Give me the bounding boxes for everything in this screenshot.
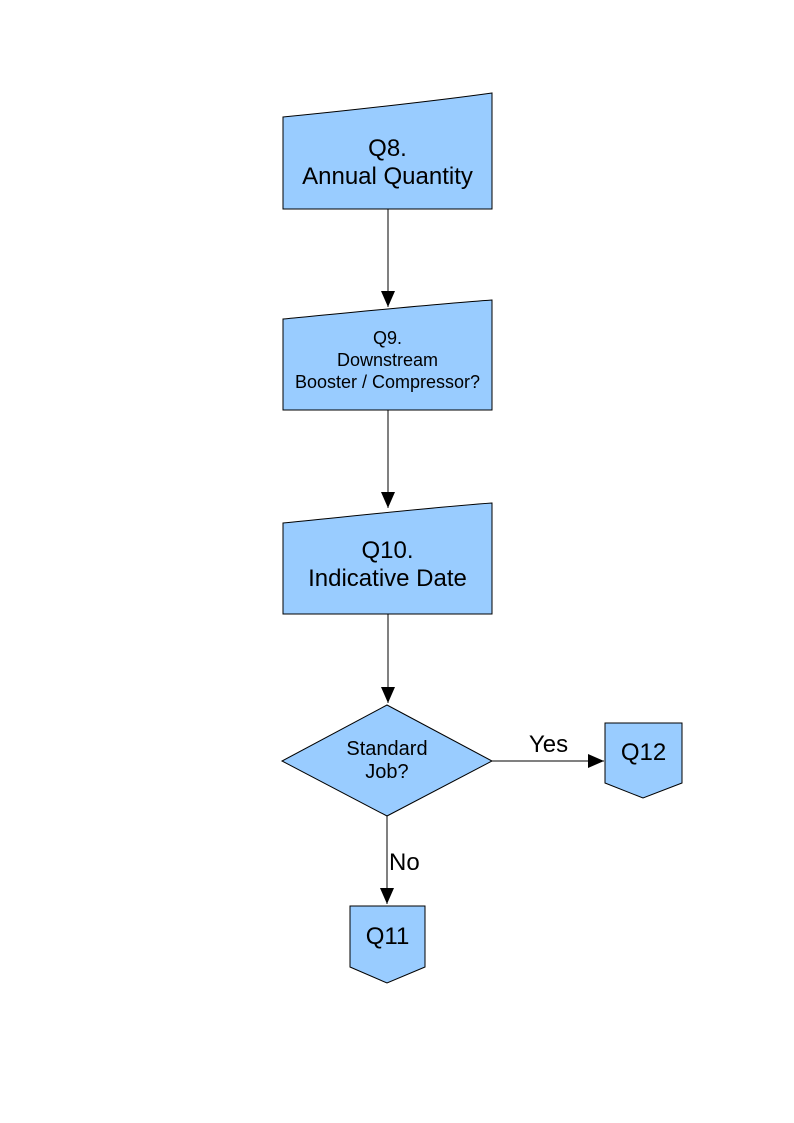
q10-card-shape [282, 502, 493, 615]
q9-node-label: Q9. Downstream Booster / Compressor? [294, 328, 481, 392]
q8-card-shape [282, 92, 493, 210]
q8-node-label: Q8. Annual Quantity [302, 135, 473, 190]
standard-job-decision-label: Standard Job? [346, 738, 428, 783]
q11-offpage-connector-shape [349, 905, 426, 984]
no-edge-label: No [389, 849, 420, 876]
q12-node-label: Q12 [620, 739, 667, 766]
yes-edge-label: Yes [528, 731, 569, 758]
q11-node-label: Q11 [365, 922, 410, 950]
q9-card-shape [282, 299, 493, 411]
q10-node-label: Q10. Indicative Date [308, 537, 467, 592]
standard-job-decision-shape [280, 704, 494, 817]
q12-offpage-connector-shape [604, 722, 683, 799]
